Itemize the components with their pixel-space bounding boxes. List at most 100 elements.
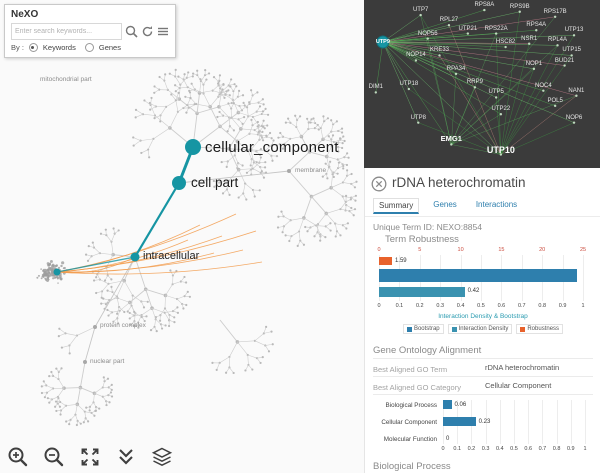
gridline	[485, 400, 487, 444]
radio-keywords[interactable]	[28, 43, 38, 52]
top-axis-tick: 20	[539, 247, 546, 253]
network-node-label[interactable]: UTP18	[399, 81, 419, 88]
network-node-label[interactable]: NOP14	[406, 52, 426, 59]
bottom-axis-tick: 0.6	[524, 446, 533, 452]
bar-interaction-density	[379, 287, 465, 297]
network-node-label[interactable]: POL5	[547, 97, 563, 104]
bottom-axis-tick: 1	[581, 303, 585, 309]
network-node-label[interactable]: HSC82	[495, 39, 516, 46]
network-node-label[interactable]: NOP1	[525, 60, 543, 67]
legend-item: Bootstrap	[402, 324, 444, 334]
reset-icon[interactable]	[141, 25, 154, 38]
network-node-label[interactable]: NOP56	[417, 30, 438, 37]
tab-genes[interactable]: Genes	[433, 200, 457, 209]
top-axis-tick: 10	[457, 247, 464, 253]
bar-value-label: 0.23	[478, 418, 491, 425]
collapse-icon[interactable]	[114, 445, 138, 469]
network-node-label[interactable]: RRP9	[466, 79, 483, 86]
tab-interactions[interactable]: Interactions	[475, 200, 518, 209]
legend-label: Interaction Density	[458, 326, 509, 332]
tree-label-cell-part[interactable]: cell part	[191, 175, 239, 190]
layers-icon[interactable]	[150, 445, 174, 469]
go-term-label: Best Aligned GO Term	[373, 365, 448, 374]
legend-swatch	[406, 326, 412, 332]
network-node-label[interactable]: RPL27	[439, 17, 459, 24]
bottom-axis-tick: 0.8	[552, 446, 561, 452]
bottom-axis-tick: 0.3	[481, 446, 490, 452]
network-node-label[interactable]: EMG1	[440, 134, 462, 144]
network-node-label[interactable]: NAN1	[568, 87, 585, 94]
search-input[interactable]	[11, 23, 122, 40]
network-node-label[interactable]: NOP6	[565, 114, 583, 121]
zoom-in-icon[interactable]	[6, 445, 30, 469]
network-node-label[interactable]: UTP5	[488, 89, 504, 96]
network-node-label[interactable]: UTP8	[410, 114, 426, 121]
network-node-label[interactable]: RPS8A	[474, 2, 495, 9]
radio-keywords-label: Keywords	[42, 43, 76, 52]
bar-value-label: 0	[446, 435, 450, 442]
network-node-label[interactable]: RPL4A	[548, 37, 568, 44]
bar-biological-process	[443, 400, 452, 409]
tree-label-intracellular[interactable]: intracellular	[143, 250, 200, 262]
tree-label-membrane[interactable]: membrane	[295, 167, 327, 174]
table-row: Best Aligned GO Term rDNA heterochromati…	[373, 358, 593, 376]
table-row: Best Aligned GO Category Cellular Compon…	[373, 376, 593, 395]
network-node-label[interactable]: RPS9B	[509, 3, 530, 10]
radio-genes[interactable]	[84, 43, 94, 52]
gridline	[556, 400, 558, 444]
network-node-label[interactable]: UTP22	[491, 106, 511, 113]
bar-robustness	[379, 257, 392, 265]
network-node-label[interactable]: UTP9	[375, 39, 390, 45]
bottom-axis-tick: 0.9	[566, 446, 575, 452]
canvas-toolbar	[6, 445, 174, 469]
tab-summary[interactable]: Summary	[373, 198, 420, 214]
network-node-label[interactable]: NSR1	[521, 35, 538, 42]
network-node-label[interactable]: UTP15	[562, 47, 582, 54]
legend-item: Interaction Density	[447, 324, 513, 334]
tree-label-nuclear-part[interactable]: nuclear part	[90, 358, 125, 365]
bottom-axis-tick: 0	[377, 303, 381, 309]
network-node-label[interactable]: UTP13	[564, 27, 584, 34]
details-tabs: Summary Genes Interactions	[373, 198, 522, 214]
network-node-label[interactable]: RPS4A	[526, 22, 547, 29]
bottom-axis-tick: 0	[441, 446, 445, 452]
search-icon[interactable]	[125, 25, 138, 38]
gridline	[514, 400, 515, 444]
close-icon[interactable]	[371, 176, 387, 197]
network-node-label[interactable]: DIM1	[368, 84, 383, 91]
network-node-label[interactable]: KRE33	[430, 47, 450, 54]
divider	[365, 216, 600, 217]
tree-label-cellular-component[interactable]: cellular_component	[205, 139, 339, 156]
tree-label-protein-complex[interactable]: protein complex	[100, 322, 146, 329]
bar-bootstrap	[379, 269, 577, 282]
bar-value-label: 0.42	[467, 288, 480, 294]
go-alignment-table: Best Aligned GO Term rDNA heterochromati…	[373, 358, 593, 395]
gridline	[528, 400, 530, 444]
network-node-label[interactable]: UTP7	[412, 7, 429, 14]
network-node-label[interactable]: RPA34	[446, 65, 466, 72]
bottom-axis-tick: 0.5	[477, 303, 485, 309]
gridline	[542, 400, 544, 444]
ontology-canvas[interactable]: mitochondrial part cellular_component ce…	[0, 0, 364, 473]
menu-icon[interactable]	[157, 26, 169, 37]
network-node-label[interactable]: RPS17B	[543, 8, 567, 15]
network-node-label[interactable]: NOC4	[535, 82, 552, 89]
network-node-label[interactable]: RPS22A	[484, 25, 508, 32]
section-term-robustness: Term Robustness	[385, 234, 459, 245]
network-node-label[interactable]: UTP21	[458, 25, 478, 32]
gridline	[585, 400, 586, 444]
legend-swatch	[520, 326, 526, 332]
search-panel: NeXO By : Keywords Genes	[4, 4, 176, 58]
fit-screen-icon[interactable]	[78, 445, 102, 469]
tree-label-mitochondrial-part[interactable]: mitochondrial part	[40, 76, 92, 83]
top-axis-tick: 5	[418, 247, 422, 253]
gridline	[583, 255, 584, 301]
network-node-label[interactable]: BUD21	[554, 57, 575, 64]
bottom-axis-tick: 1	[583, 446, 587, 452]
network-node-label[interactable]: UTP10	[486, 144, 515, 155]
legend-swatch	[451, 326, 457, 332]
zoom-out-icon[interactable]	[42, 445, 66, 469]
